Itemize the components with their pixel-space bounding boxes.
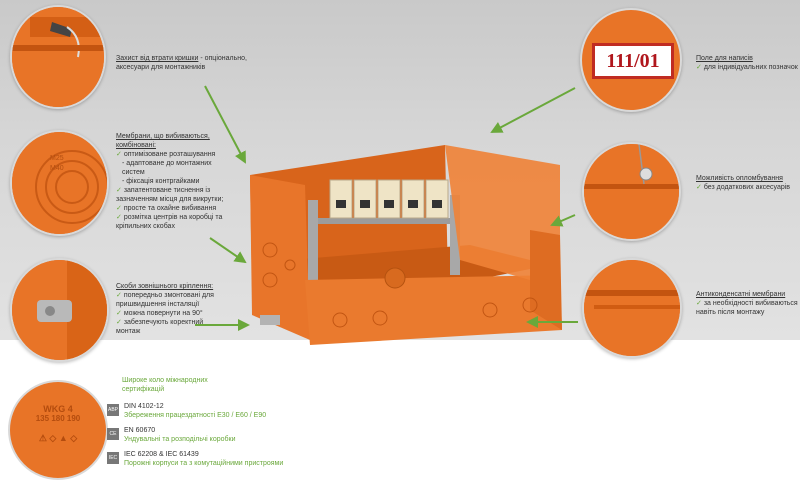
badge-value: 135 xyxy=(35,414,50,423)
cert-item: IEC 62208 & IEC 61439 Порожні корпуси та… xyxy=(124,450,324,468)
anticondensate-detail-photo xyxy=(582,258,682,358)
annotation-line: ✓ без додаткових аксесуарів xyxy=(696,184,791,191)
annotation-line: ✓ просте та охайне вибивання xyxy=(116,205,217,212)
cert-description: Ундувальні та розподільчі коробки xyxy=(124,436,236,443)
annotation-line: ✓ запатентоване тиснення із зазначенням … xyxy=(116,187,224,203)
annotation-title: Можливість опломбування xyxy=(696,175,783,182)
annotation-brackets: Скоби зовнішнього кріплення: ✓ попереднь… xyxy=(116,282,228,336)
abp-icon: ABP xyxy=(107,404,119,416)
cert-description: Порожні корпуси та з комутаційними прист… xyxy=(124,460,284,467)
white-background xyxy=(0,340,800,501)
annotation-lid-protection: Захист від втрати кришки - опціонально, … xyxy=(116,54,256,72)
svg-text:M40: M40 xyxy=(50,165,64,172)
cert-intro: Широке коло міжнародних сертифікацій xyxy=(122,377,208,393)
annotation-sealing: Можливість опломбування ✓ без додаткових… xyxy=(696,174,798,192)
cert-standard: DIN 4102-12 xyxy=(124,403,164,410)
cert-standard: EN 60670 xyxy=(124,427,156,434)
annotation-text: - опціонально, аксесуари для монтажників xyxy=(116,55,247,71)
cert-item: EN 60670 Ундувальні та розподільчі короб… xyxy=(124,426,304,444)
annotation-anticondensate: Антиконденсатні мембрани ✓ за необхіднос… xyxy=(696,290,798,317)
cert-standard: IEC 62208 & IEC 61439 xyxy=(124,451,199,458)
badge-symbols-icon: ⚠ ◇ ▲ ◇ xyxy=(38,433,78,443)
annotation-line: ✓ можна повернути на 90° xyxy=(116,310,203,317)
annotation-membranes: Мембрани, що вибиваються, комбіновані: ✓… xyxy=(116,132,236,231)
membrane-detail-photo: M25 M40 xyxy=(10,130,109,236)
label-plate: 111/01 xyxy=(592,43,674,79)
cert-description: Збереження працездатності E30 / E60 / E9… xyxy=(124,412,267,419)
annotation-title: Захист від втрати кришки xyxy=(116,55,199,62)
annotation-label-field: Поле для написів ✓ для індивідуальних по… xyxy=(696,54,798,72)
badge-model-text: WKG 4 xyxy=(43,404,73,414)
badge-value: 190 xyxy=(66,414,81,423)
annotation-line: ✓ за необхідності вибиваються навіть піс… xyxy=(696,300,798,316)
annotation-title: Мембрани, що вибиваються, комбіновані: xyxy=(116,133,210,149)
badge-value: 180 xyxy=(51,414,65,423)
label-field-detail-photo: 111/01 xyxy=(580,8,682,112)
annotation-line: ✓ забезпечують коректний монтаж xyxy=(116,319,204,335)
ce-icon: CE xyxy=(107,428,119,440)
annotation-title: Поле для написів xyxy=(696,55,753,62)
iec-icon: IEC xyxy=(107,452,119,464)
annotation-line: ✓ розмітка центрів на коробці та кріпиль… xyxy=(116,214,223,230)
annotation-line: ✓ оптимізоване розташування xyxy=(116,151,216,158)
terminal-blocks xyxy=(329,179,449,219)
annotation-title: Антиконденсатні мембрани xyxy=(696,291,786,298)
label-plate-text: 111/01 xyxy=(606,50,660,72)
seal-detail-photo xyxy=(582,142,681,241)
annotation-line: - фіксація контргайками xyxy=(122,178,200,185)
bracket-detail-photo xyxy=(10,258,109,362)
annotation-line: ✓ для індивідуальних позначок xyxy=(696,64,798,71)
lid-retainer-detail-photo xyxy=(10,5,106,109)
svg-text:M25: M25 xyxy=(50,155,64,162)
annotation-line: ✓ попередньо змонтовані для пришвидшення… xyxy=(116,292,214,308)
junction-box-illustration xyxy=(250,145,562,345)
certification-badge-photo: WKG 4 135 180 190 ⚠ ◇ ▲ ◇ xyxy=(8,380,108,480)
annotation-line: - адаптоване до монтажних систем xyxy=(122,160,212,176)
annotation-title: Скоби зовнішнього кріплення: xyxy=(116,283,214,290)
cert-item: DIN 4102-12 Збереження працездатності E3… xyxy=(124,402,304,420)
